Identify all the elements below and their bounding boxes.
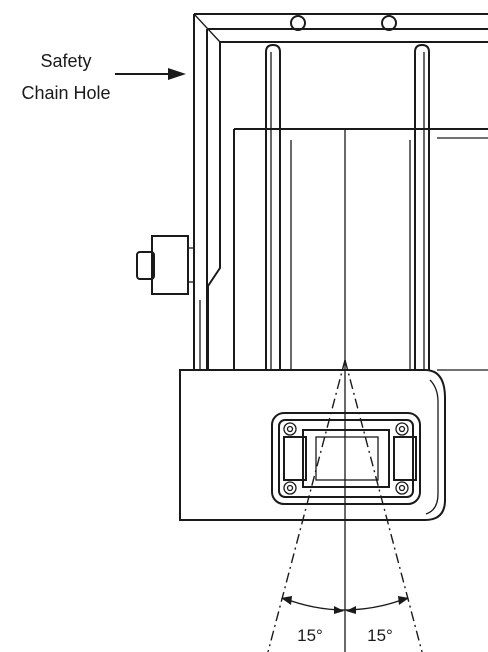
angle-arrow-center-left bbox=[334, 606, 344, 614]
callout-text-line1: Safety bbox=[40, 51, 91, 71]
angle-arrow-center-right bbox=[346, 606, 356, 614]
angle-arc bbox=[282, 597, 408, 611]
callout-text-line2: Chain Hole bbox=[21, 83, 110, 103]
angle-arrow-right bbox=[398, 596, 409, 605]
base-block bbox=[179, 369, 446, 521]
rotation-limit-right bbox=[344, 359, 423, 652]
bottom-bracket bbox=[271, 412, 421, 505]
angle-label-right: 15° bbox=[367, 626, 393, 645]
left-frame bbox=[193, 14, 221, 370]
right-post bbox=[414, 43, 430, 370]
safety-chain-hole-left bbox=[290, 15, 306, 31]
screw-top-right bbox=[395, 422, 409, 436]
callout-arrow bbox=[115, 68, 186, 80]
angle-label-left: 15° bbox=[297, 626, 323, 645]
top-frame bbox=[193, 13, 488, 43]
rotation-limit-left bbox=[267, 359, 346, 652]
inner-plate bbox=[233, 128, 488, 371]
side-knob bbox=[136, 235, 194, 295]
safety-chain-hole-right bbox=[381, 15, 397, 31]
screw-bottom-right bbox=[395, 481, 409, 495]
angle-arrow-left bbox=[281, 596, 292, 605]
left-post bbox=[265, 43, 281, 370]
screw-bottom-left bbox=[283, 481, 297, 495]
screw-top-left bbox=[283, 422, 297, 436]
